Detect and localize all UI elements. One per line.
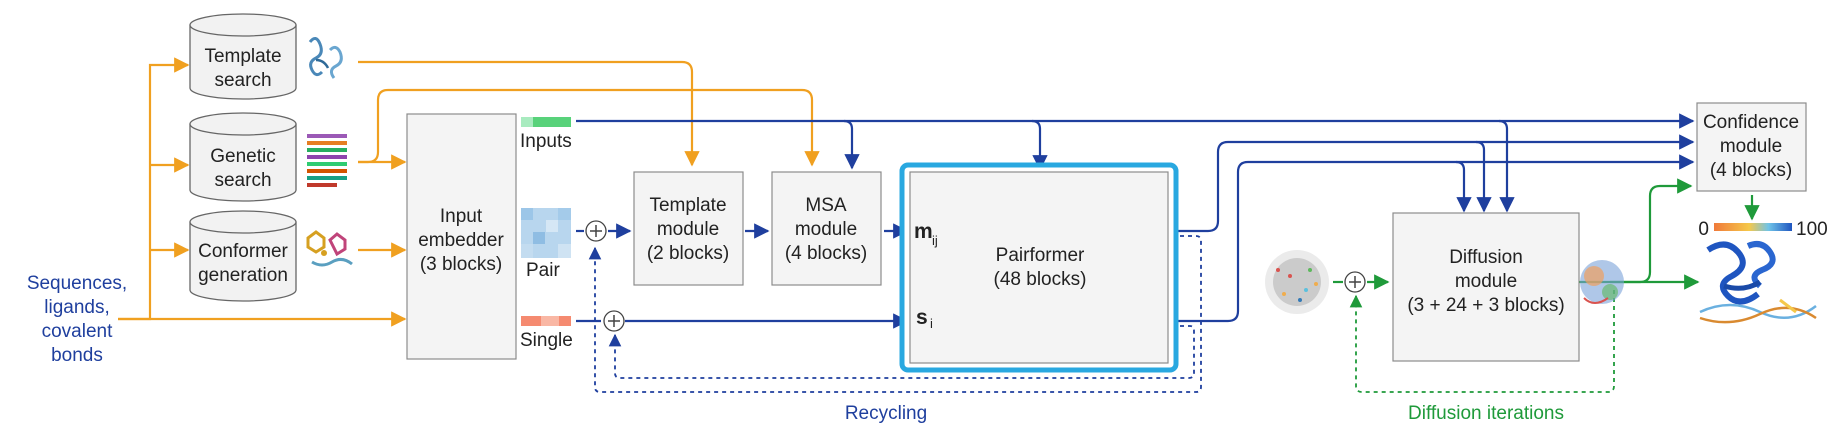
inputs-stream-label: Inputs: [520, 131, 572, 152]
msa-module-label-1: MSA: [805, 195, 847, 216]
input-connectors: [118, 57, 820, 327]
conformer-label-1: Conformer: [198, 241, 288, 262]
template-module-label-2: module: [657, 219, 719, 240]
recycling-label: Recycling: [845, 403, 927, 424]
single-stream-label: Single: [520, 330, 573, 351]
diffusion-module-block: Diffusion module (3 + 24 + 3 blocks): [1392, 212, 1580, 362]
input-embedder-label-1: Input: [440, 206, 483, 227]
confidence-scale-min: 0: [1698, 219, 1709, 240]
template-module-block: Template module (2 blocks): [633, 171, 744, 286]
diffusion-iterations-label: Diffusion iterations: [1408, 403, 1564, 424]
input-embedder-label-3: (3 blocks): [420, 254, 502, 275]
single-recycling-add-node: [603, 310, 625, 332]
confidence-scale-max: 100: [1796, 219, 1828, 240]
template-search-label-1: Template: [204, 46, 281, 67]
confidence-module-label-3: (4 blocks): [1710, 160, 1792, 181]
confidence-module-label-1: Confidence: [1703, 112, 1799, 133]
diffusion-module-label-2: module: [1455, 271, 1517, 292]
trunk-connectors: [576, 113, 1695, 393]
template-module-label-1: Template: [649, 195, 726, 216]
ligand-conformer-icon: [306, 230, 353, 267]
inputs-line-4: bonds: [51, 345, 103, 366]
msa-module-label-3: (4 blocks): [785, 243, 867, 264]
confidence-color-scale: 0 100: [1698, 219, 1827, 240]
inputs-line-1: Sequences,: [27, 273, 127, 294]
pairformer-blocks-label: (48 blocks): [994, 269, 1087, 290]
genetic-search-label-2: search: [214, 170, 271, 191]
pair-symbol: m: [914, 220, 933, 243]
pair-recycling-add-node: [585, 220, 607, 242]
single-subscript: i: [930, 316, 933, 331]
inputs-stream-bar: Inputs: [520, 117, 572, 152]
diffused-structure-icon: [1580, 260, 1624, 304]
diffusion-add-node: [1344, 271, 1366, 293]
confidence-module-label-2: module: [1720, 136, 1782, 157]
predicted-structure-icon: [1699, 241, 1817, 324]
msa-module-block: MSA module (4 blocks): [771, 171, 882, 286]
conformer-generation-database: Conformer generation: [189, 210, 297, 302]
confidence-module-block: Confidence module (4 blocks): [1696, 102, 1807, 192]
msa-module-label-2: module: [795, 219, 857, 240]
inputs-line-2: ligands,: [44, 297, 110, 318]
genetic-search-database: Genetic search: [189, 112, 297, 202]
diffusion-module-label-3: (3 + 24 + 3 blocks): [1407, 295, 1564, 316]
pairformer-block: Pairformer (48 blocks) m ij s i: [899, 162, 1179, 373]
input-embedder-label-2: embedder: [418, 230, 504, 251]
genetic-search-label-1: Genetic: [210, 146, 275, 167]
inputs-line-3: covalent: [42, 321, 113, 342]
msa-alignment-icon: [307, 134, 347, 187]
input-embedder-block: Input embedder (3 blocks): [406, 113, 517, 360]
pair-stream-label: Pair: [526, 260, 560, 281]
pair-representation-icon: Pair: [521, 208, 571, 281]
conformer-label-2: generation: [198, 265, 288, 286]
input-sequences-text: Sequences, ligands, covalent bonds: [27, 273, 127, 366]
protein-structure-icon: [308, 37, 343, 79]
template-search-label-2: search: [214, 70, 271, 91]
pairformer-label: Pairformer: [996, 245, 1085, 266]
diffusion-module-label-1: Diffusion: [1449, 247, 1523, 268]
template-search-database: Template search: [189, 13, 297, 100]
single-symbol: s: [916, 306, 928, 329]
noise-cloud-icon: [1265, 250, 1329, 314]
pair-subscript: ij: [932, 233, 938, 248]
template-module-label-3: (2 blocks): [647, 243, 729, 264]
single-stream-bar: Single: [520, 316, 573, 351]
